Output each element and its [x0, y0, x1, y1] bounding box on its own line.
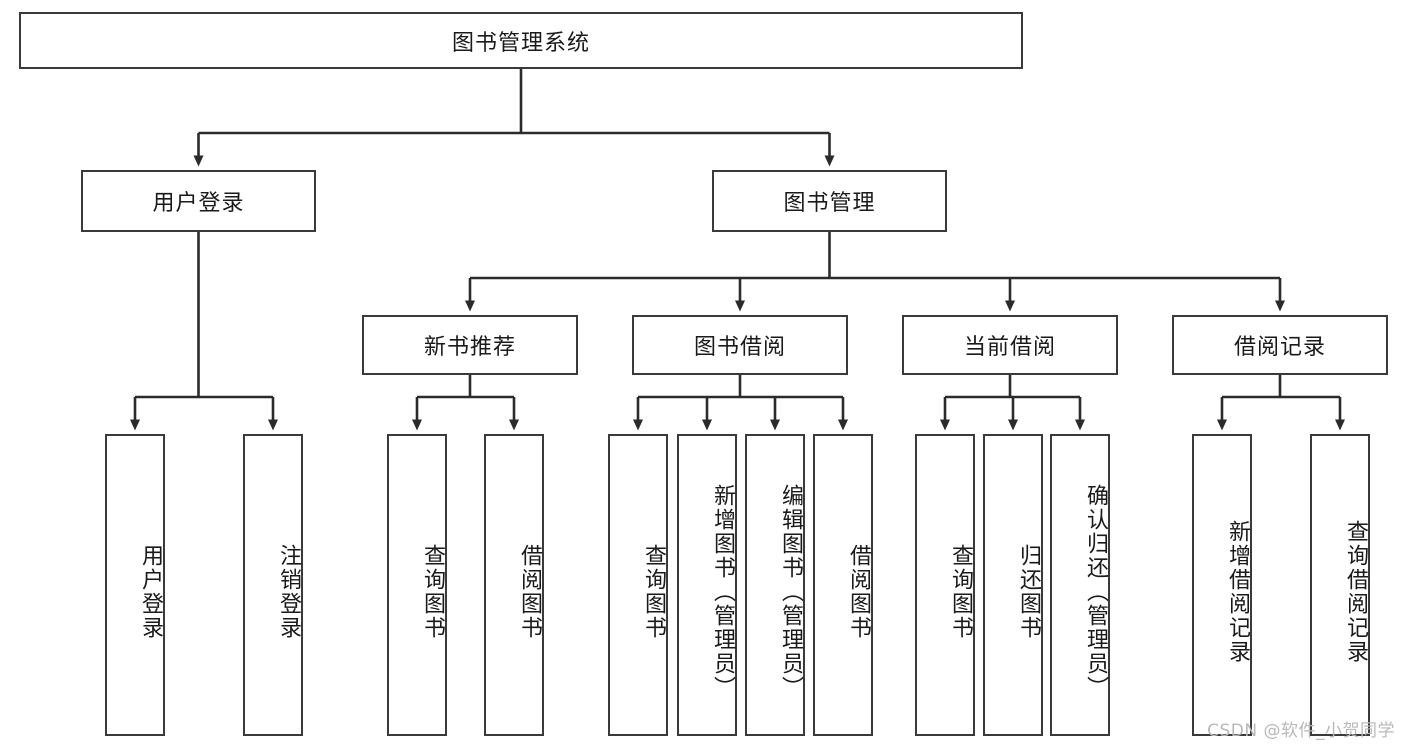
- node-borrow[interactable]: 图书借阅: [632, 315, 848, 375]
- node-label: 查询图书: [420, 544, 445, 640]
- node-current[interactable]: 当前借阅: [902, 315, 1118, 375]
- node-root[interactable]: 图书管理系统: [19, 12, 1023, 69]
- node-label: 编辑图书（管理员）: [778, 484, 803, 700]
- node-label: 查询图书: [948, 544, 973, 640]
- node-l-logout[interactable]: 注销登录: [243, 434, 303, 736]
- node-l-cu-query[interactable]: 查询图书: [915, 434, 975, 736]
- node-l-nb-borrow[interactable]: 借阅图书: [484, 434, 544, 736]
- node-records[interactable]: 借阅记录: [1172, 315, 1388, 375]
- node-l-bw-query[interactable]: 查询图书: [608, 434, 668, 736]
- node-l-rc-query[interactable]: 查询借阅记录: [1310, 434, 1370, 736]
- node-label: 新增图书（管理员）: [710, 484, 735, 700]
- node-l-rc-add[interactable]: 新增借阅记录: [1192, 434, 1252, 736]
- node-label: 当前借阅: [963, 335, 1056, 360]
- node-label: 新书推荐: [423, 335, 516, 360]
- node-l-bw-borrow[interactable]: 借阅图书: [813, 434, 873, 736]
- node-l-bw-edit[interactable]: 编辑图书（管理员）: [745, 434, 805, 736]
- node-label: 图书管理系统: [451, 30, 590, 56]
- node-label: 用户登录: [152, 191, 245, 216]
- node-newbook[interactable]: 新书推荐: [362, 315, 578, 375]
- node-l-bw-add[interactable]: 新增图书（管理员）: [677, 434, 737, 736]
- node-label: 用户登录: [138, 544, 163, 640]
- node-login[interactable]: 用户登录: [81, 170, 316, 232]
- node-l-login[interactable]: 用户登录: [105, 434, 165, 736]
- node-label: 归还图书: [1016, 544, 1041, 640]
- node-label: 查询图书: [641, 544, 666, 640]
- node-label: 查询借阅记录: [1343, 520, 1368, 664]
- node-label: 新增借阅记录: [1225, 520, 1250, 664]
- node-label: 借阅图书: [846, 544, 871, 640]
- connector-group: [130, 69, 1345, 431]
- node-l-nb-query[interactable]: 查询图书: [387, 434, 447, 736]
- node-label: 确认归还（管理员）: [1083, 484, 1108, 700]
- node-bookmgmt[interactable]: 图书管理: [712, 170, 947, 232]
- node-label: 注销登录: [276, 544, 301, 640]
- node-l-cu-return[interactable]: 归还图书: [983, 434, 1043, 736]
- node-label: 借阅图书: [517, 544, 542, 640]
- node-label: 图书管理: [783, 191, 876, 216]
- node-label: 借阅记录: [1233, 335, 1326, 360]
- node-label: 图书借阅: [693, 335, 786, 360]
- node-l-cu-confirm[interactable]: 确认归还（管理员）: [1050, 434, 1110, 736]
